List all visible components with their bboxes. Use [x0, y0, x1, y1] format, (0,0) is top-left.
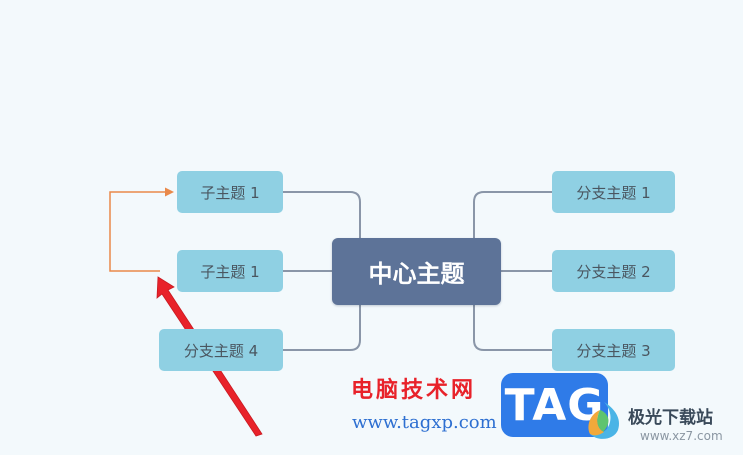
subtopic-label: 分支主题 4 [183, 341, 259, 360]
subtopic-node-2[interactable]: 子主题 1 [177, 250, 283, 292]
watermark-aurora-url: www.xz7.com [640, 429, 723, 443]
subtopic-label: 子主题 1 [200, 183, 260, 202]
subtopic-node-1[interactable]: 子主题 1 [177, 171, 283, 213]
connector-left-top [283, 191, 361, 238]
arrow-right-icon [165, 187, 174, 197]
branch-topic-node-3[interactable]: 分支主题 3 [552, 329, 675, 371]
watermark-aurora-name: 极光下载站 [628, 408, 713, 428]
aurora-logo-icon [588, 402, 620, 439]
connector-left-bottom [283, 305, 361, 351]
connector-right-top [473, 191, 552, 238]
central-topic-node[interactable]: 中心主题 [332, 238, 501, 305]
branch-topic-label: 分支主题 1 [576, 183, 651, 202]
branch-topic-node-1[interactable]: 分支主题 1 [552, 171, 675, 213]
branch-topic-node-2[interactable]: 分支主题 2 [552, 250, 675, 292]
branch-topic-label: 分支主题 3 [576, 341, 651, 360]
subtopic-node-3[interactable]: 分支主题 4 [159, 329, 283, 371]
relation-arrow-line [109, 191, 168, 272]
subtopic-label: 子主题 1 [200, 262, 260, 281]
watermark-site-name: 电脑技术网 [351, 378, 477, 403]
watermark-site-url: www.tagxp.com [352, 412, 497, 433]
central-topic-label: 中心主题 [368, 260, 465, 288]
branch-topic-label: 分支主题 2 [576, 262, 651, 281]
connector-right-bottom [473, 305, 552, 351]
